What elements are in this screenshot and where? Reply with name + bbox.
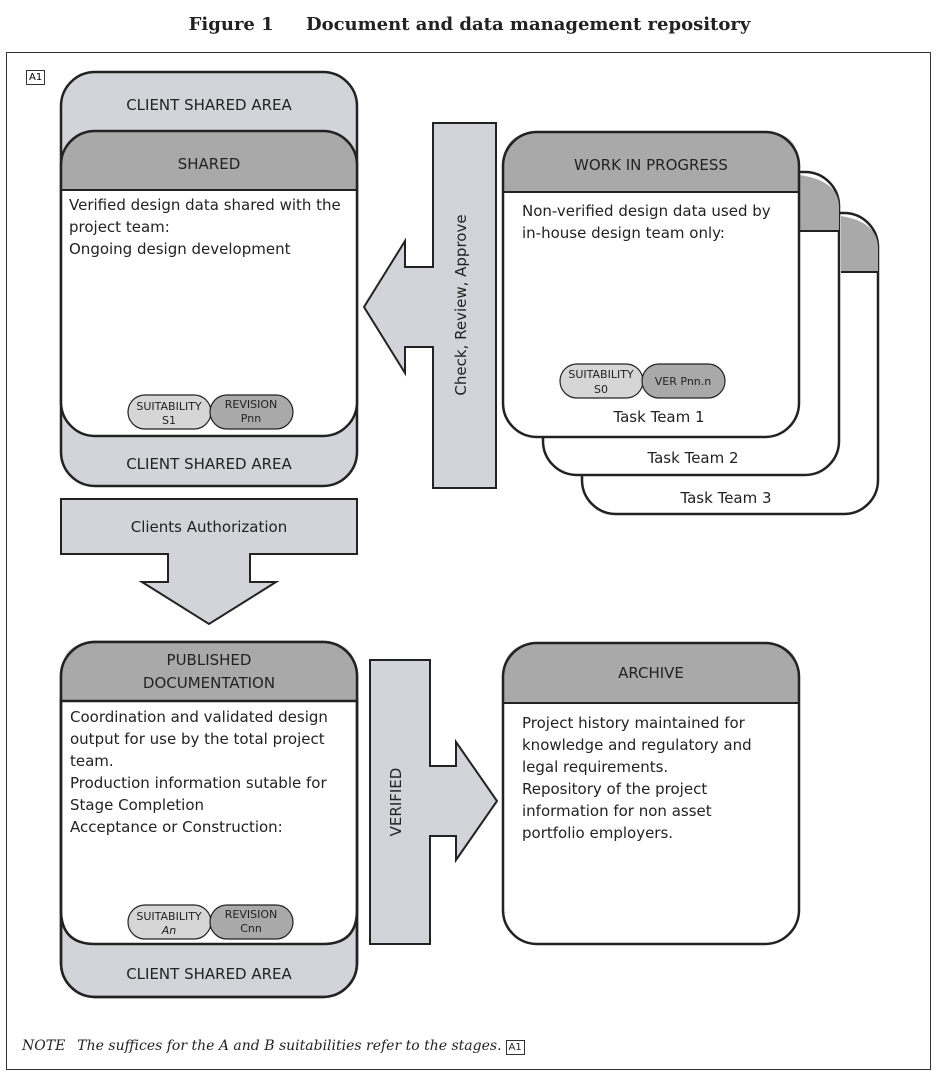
- note-text: The suffices for the A and B suitabiliti…: [77, 1038, 502, 1054]
- archive-outline: [501, 641, 801, 946]
- published-text-line-6: Acceptance or Construction:: [70, 818, 283, 836]
- published-text-line-5: Stage Completion: [70, 796, 204, 814]
- shared-suitability-value: S1: [162, 414, 176, 427]
- amendment-marker-top: A1: [26, 70, 46, 85]
- shared-body: [61, 190, 357, 436]
- task-team-3-label: Task Team 3: [679, 489, 771, 507]
- clients-authorization-label: Clients Authorization: [131, 518, 287, 536]
- shared-header-band: [61, 131, 357, 190]
- archive-header: ARCHIVE: [618, 664, 684, 682]
- published-revision-pill: [209, 904, 294, 940]
- shared-suitability-label: SUITABILITY: [136, 400, 202, 413]
- wip-header: WORK IN PROGRESS: [574, 156, 728, 174]
- figure-frame: [6, 52, 931, 1070]
- figure-number: Figure 1: [188, 14, 274, 35]
- figure-note: NOTE The suffices for the A and B suitabi…: [22, 1038, 525, 1055]
- shared-revision-value: Pnn: [241, 412, 261, 425]
- shared-outline: [59, 129, 359, 438]
- shared-header: SHARED: [178, 155, 241, 173]
- published-text-line-1: Coordination and validated design: [70, 708, 328, 726]
- published-header-line-2: DOCUMENTATION: [143, 674, 275, 692]
- wip-version-label: VER Pnn.n: [655, 375, 711, 388]
- shared-revision-pill: [209, 394, 294, 430]
- published-suitability-value: An: [161, 924, 177, 937]
- archive-text-line-5: information for non asset: [522, 802, 712, 820]
- wip-version-pill: [641, 363, 726, 399]
- archive-body: [503, 703, 799, 944]
- amendment-marker-bottom: A1: [505, 1040, 525, 1055]
- wip-suitability-value: S0: [594, 383, 608, 396]
- note-label: NOTE: [22, 1038, 66, 1054]
- figure-caption: Figure 1 Document and data management re…: [0, 14, 939, 35]
- shared-text-line-2: project team:: [69, 218, 170, 236]
- published-header-band: [61, 642, 357, 701]
- wip-outline: [501, 130, 801, 439]
- shared-box: SHARED Verified design data shared with …: [59, 129, 359, 438]
- shared-text-line-3: Ongoing design development: [69, 240, 291, 258]
- published-outline: [59, 640, 359, 999]
- published-documentation-box: PUBLISHED DOCUMENTATION Coordination and…: [59, 640, 359, 999]
- published-text-line-2: output for use by the total project: [70, 730, 325, 748]
- archive-text-line-2: knowledge and regulatory and: [522, 736, 752, 754]
- wip-suitability-label: SUITABILITY: [568, 368, 634, 381]
- wip-text-line-1: Non-verified design data used by: [522, 202, 771, 220]
- published-text-line-3: team.: [70, 752, 114, 770]
- check-review-approve-arrow: Check, Review, Approve: [362, 122, 497, 489]
- task-team-2-label: Task Team 2: [646, 449, 738, 467]
- figure-title: Document and data management repository: [305, 14, 751, 35]
- published-text-line-4: Production information sutable for: [70, 774, 327, 792]
- task-team-1-label: Task Team 1: [612, 408, 704, 426]
- archive-text-line-6: portfolio employers.: [522, 824, 673, 842]
- archive-text-line-1: Project history maintained for: [522, 714, 746, 732]
- client-shared-area-bottom-label: CLIENT SHARED AREA: [126, 455, 292, 473]
- check-review-approve-label: Check, Review, Approve: [452, 214, 470, 395]
- published-revision-label: REVISION: [225, 908, 277, 921]
- archive-text-line-3: legal requirements.: [522, 758, 668, 776]
- published-revision-value: Cnn: [240, 922, 262, 935]
- wip-text-line-2: in-house design team only:: [522, 224, 725, 242]
- clients-authorization-arrow: Clients Authorization: [60, 498, 358, 626]
- client-shared-area-top-label: CLIENT SHARED AREA: [126, 96, 292, 114]
- published-client-shared-area-label: CLIENT SHARED AREA: [126, 965, 292, 983]
- shared-revision-label: REVISION: [225, 398, 277, 411]
- published-header-line-1: PUBLISHED: [167, 651, 252, 669]
- archive-header-band: [503, 643, 799, 703]
- verified-arrow: VERIFIED: [369, 659, 499, 945]
- shared-text-line-1: Verified design data shared with the: [69, 196, 341, 214]
- archive-box: ARCHIVE Project history maintained for k…: [501, 641, 801, 946]
- work-in-progress-box: WORK IN PROGRESS Non-verified design dat…: [501, 130, 801, 439]
- published-suitability-label: SUITABILITY: [136, 910, 202, 923]
- archive-text-line-4: Repository of the project: [522, 780, 707, 798]
- verified-label: VERIFIED: [387, 768, 405, 837]
- wip-header-band: [503, 132, 799, 192]
